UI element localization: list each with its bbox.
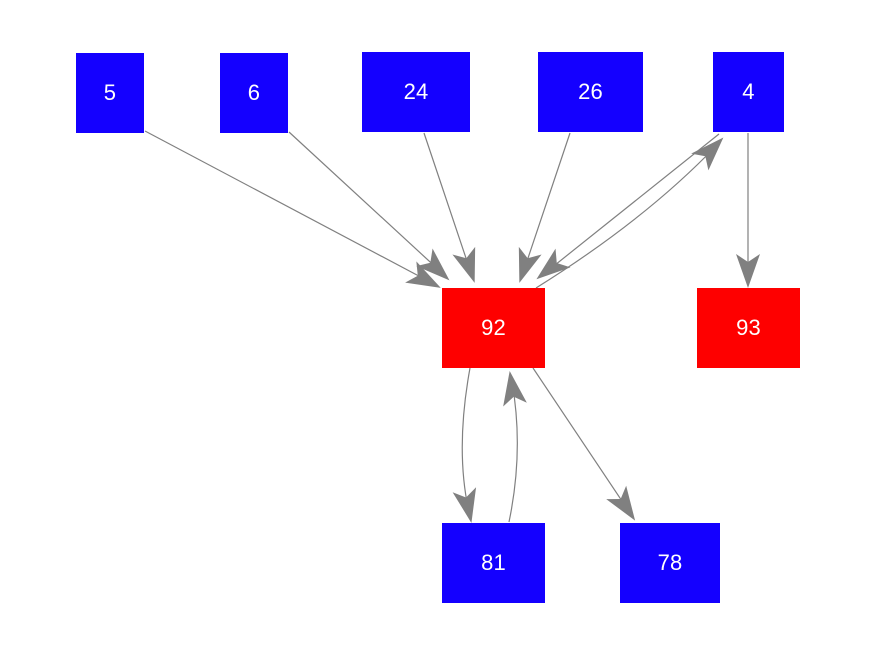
graph-node-78[interactable]: 78 [620, 523, 720, 603]
graph-node-26[interactable]: 26 [538, 52, 643, 132]
arrowhead-n6-to-n92 [416, 248, 450, 281]
arrowhead-n4-to-n92 [536, 248, 571, 280]
arrowhead-n92-to-n4 [691, 137, 724, 171]
edge-n5-to-n92 [144, 130, 433, 284]
node-label-6: 6 [247, 80, 261, 105]
node-label-93: 93 [736, 315, 761, 340]
edges-group [144, 130, 749, 523]
node-label-24: 24 [403, 79, 429, 104]
node-label-78: 78 [657, 550, 683, 575]
arrowhead-n24-to-n92 [452, 246, 476, 283]
graph-node-92[interactable]: 92 [442, 288, 545, 368]
arrowhead-n5-to-n92 [405, 261, 441, 288]
arrowhead-n92-to-n78 [606, 485, 636, 521]
arrowheads-group [405, 137, 760, 523]
arrowhead-n81-to-n92 [503, 371, 527, 407]
graph-node-93[interactable]: 93 [697, 288, 800, 368]
node-label-81: 81 [481, 550, 506, 575]
graph-node-5[interactable]: 5 [76, 53, 144, 133]
graph-node-24[interactable]: 24 [362, 52, 470, 132]
edge-n92-to-n4 [535, 145, 717, 289]
edge-n92-to-n78 [532, 367, 629, 511]
node-label-5: 5 [103, 80, 117, 105]
edge-n92-to-n81 [461, 367, 471, 513]
edge-n4-to-n92 [544, 133, 720, 274]
arrowhead-n4-to-n93 [736, 254, 760, 288]
graph-node-4[interactable]: 4 [713, 52, 784, 132]
node-label-26: 26 [578, 79, 603, 104]
edge-n6-to-n92 [288, 131, 442, 273]
node-label-4: 4 [742, 79, 755, 104]
arrowhead-n92-to-n81 [452, 487, 477, 523]
graph-node-6[interactable]: 6 [220, 53, 288, 133]
arrowhead-n26-to-n92 [518, 246, 542, 283]
node-label-92: 92 [481, 315, 506, 340]
edge-n81-to-n92 [508, 381, 518, 523]
edge-n24-to-n92 [423, 132, 472, 274]
graph-node-81[interactable]: 81 [442, 523, 545, 603]
edge-n26-to-n92 [522, 132, 571, 274]
